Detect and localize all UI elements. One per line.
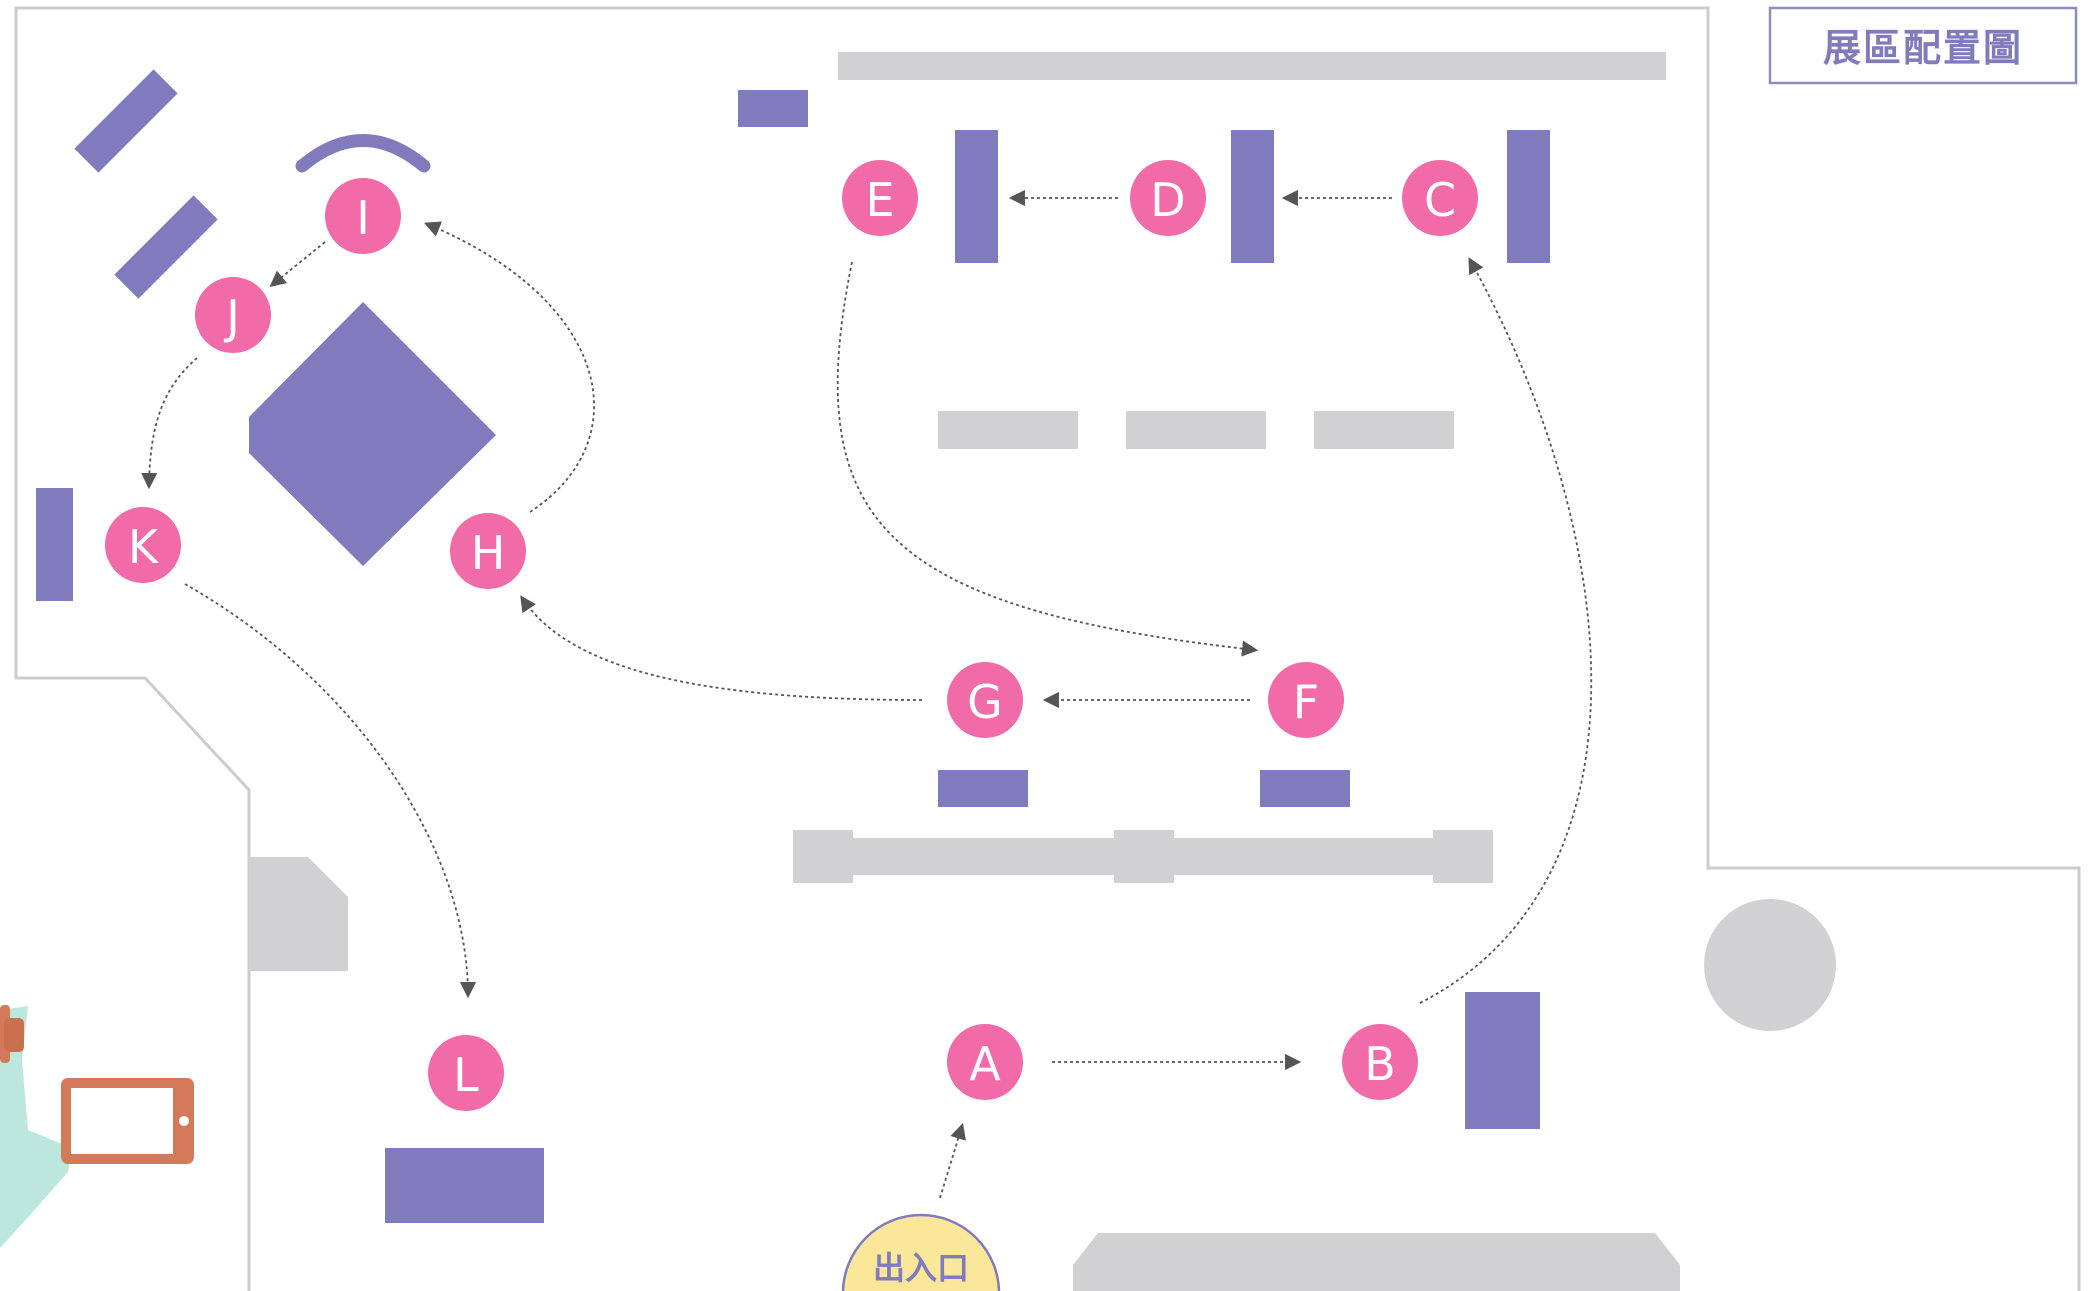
booth-d	[1231, 130, 1274, 263]
stop-label-j: J	[223, 290, 240, 344]
stop-label-b: B	[1364, 1037, 1396, 1091]
route-entrance-a	[939, 1122, 966, 1199]
booth-f	[1260, 770, 1350, 807]
stop-marker-k: K	[105, 507, 181, 583]
stop-marker-b: B	[1342, 1024, 1418, 1100]
stop-label-g: G	[967, 675, 1003, 729]
route-g-h	[520, 595, 923, 701]
stop-marker-l: L	[428, 1035, 504, 1111]
stop-label-a: A	[969, 1037, 1001, 1091]
stop-label-h: H	[471, 526, 506, 580]
booth-e	[955, 130, 998, 263]
booth-top-small	[738, 90, 808, 127]
route-k-l	[184, 583, 477, 999]
fixtures	[249, 52, 1836, 1291]
stop-marker-h: H	[450, 513, 526, 589]
route-b-c	[1419, 257, 1593, 1004]
diagram-title: 展區配置圖	[1823, 26, 2023, 70]
route-e-f	[836, 261, 1259, 657]
stop-label-i: I	[356, 191, 370, 245]
title-box: 展區配置圖	[1768, 6, 2078, 85]
stop-marker-j: J	[195, 277, 271, 353]
stop-marker-a: A	[947, 1024, 1023, 1100]
person-hand-icon	[0, 1005, 72, 1248]
booth-c	[1507, 130, 1550, 263]
stop-label-c: C	[1424, 173, 1456, 227]
center-bench-1	[938, 411, 1078, 449]
entrance-label: 出入口	[873, 1249, 969, 1287]
stop-marker-i: I	[325, 178, 401, 254]
stop-label-l: L	[453, 1048, 479, 1102]
booths	[36, 69, 1550, 1223]
entrance-semicircle	[841, 1213, 1001, 1291]
long-counter	[793, 830, 1493, 883]
booth-b	[1465, 992, 1540, 1129]
stop-label-f: F	[1293, 675, 1319, 729]
side-cabinet	[249, 857, 348, 971]
stop-label-d: D	[1150, 173, 1185, 227]
booth-diagonal-1	[74, 69, 178, 173]
stop-marker-d: D	[1130, 160, 1206, 236]
top-wall-counter	[838, 52, 1666, 80]
stop-marker-e: E	[842, 160, 918, 236]
floor-outline	[14, 6, 2081, 1291]
route-j-k	[141, 357, 198, 490]
stop-label-e: E	[865, 173, 894, 227]
stop-marker-c: C	[1402, 160, 1478, 236]
stop-marker-f: F	[1268, 662, 1344, 738]
route-arrows	[141, 189, 1593, 1199]
tablet-icon	[61, 1078, 194, 1164]
booth-l	[385, 1148, 544, 1223]
booth-diagonal-2	[114, 195, 218, 299]
booth-diamond	[249, 302, 496, 566]
booth-g	[938, 770, 1028, 807]
entrance: 出入口	[841, 1213, 1001, 1291]
stop-label-k: K	[128, 520, 160, 574]
route-h-i	[424, 221, 595, 513]
center-bench-3	[1314, 411, 1454, 449]
bottom-counter	[1073, 1233, 1680, 1291]
stop-markers: A B C D E F G H	[105, 160, 1478, 1111]
round-table	[1704, 899, 1836, 1031]
center-bench-2	[1126, 411, 1266, 449]
booth-k	[36, 488, 73, 601]
stop-marker-g: G	[947, 662, 1023, 738]
route-i-j	[269, 241, 326, 288]
booth-arc	[295, 134, 431, 173]
